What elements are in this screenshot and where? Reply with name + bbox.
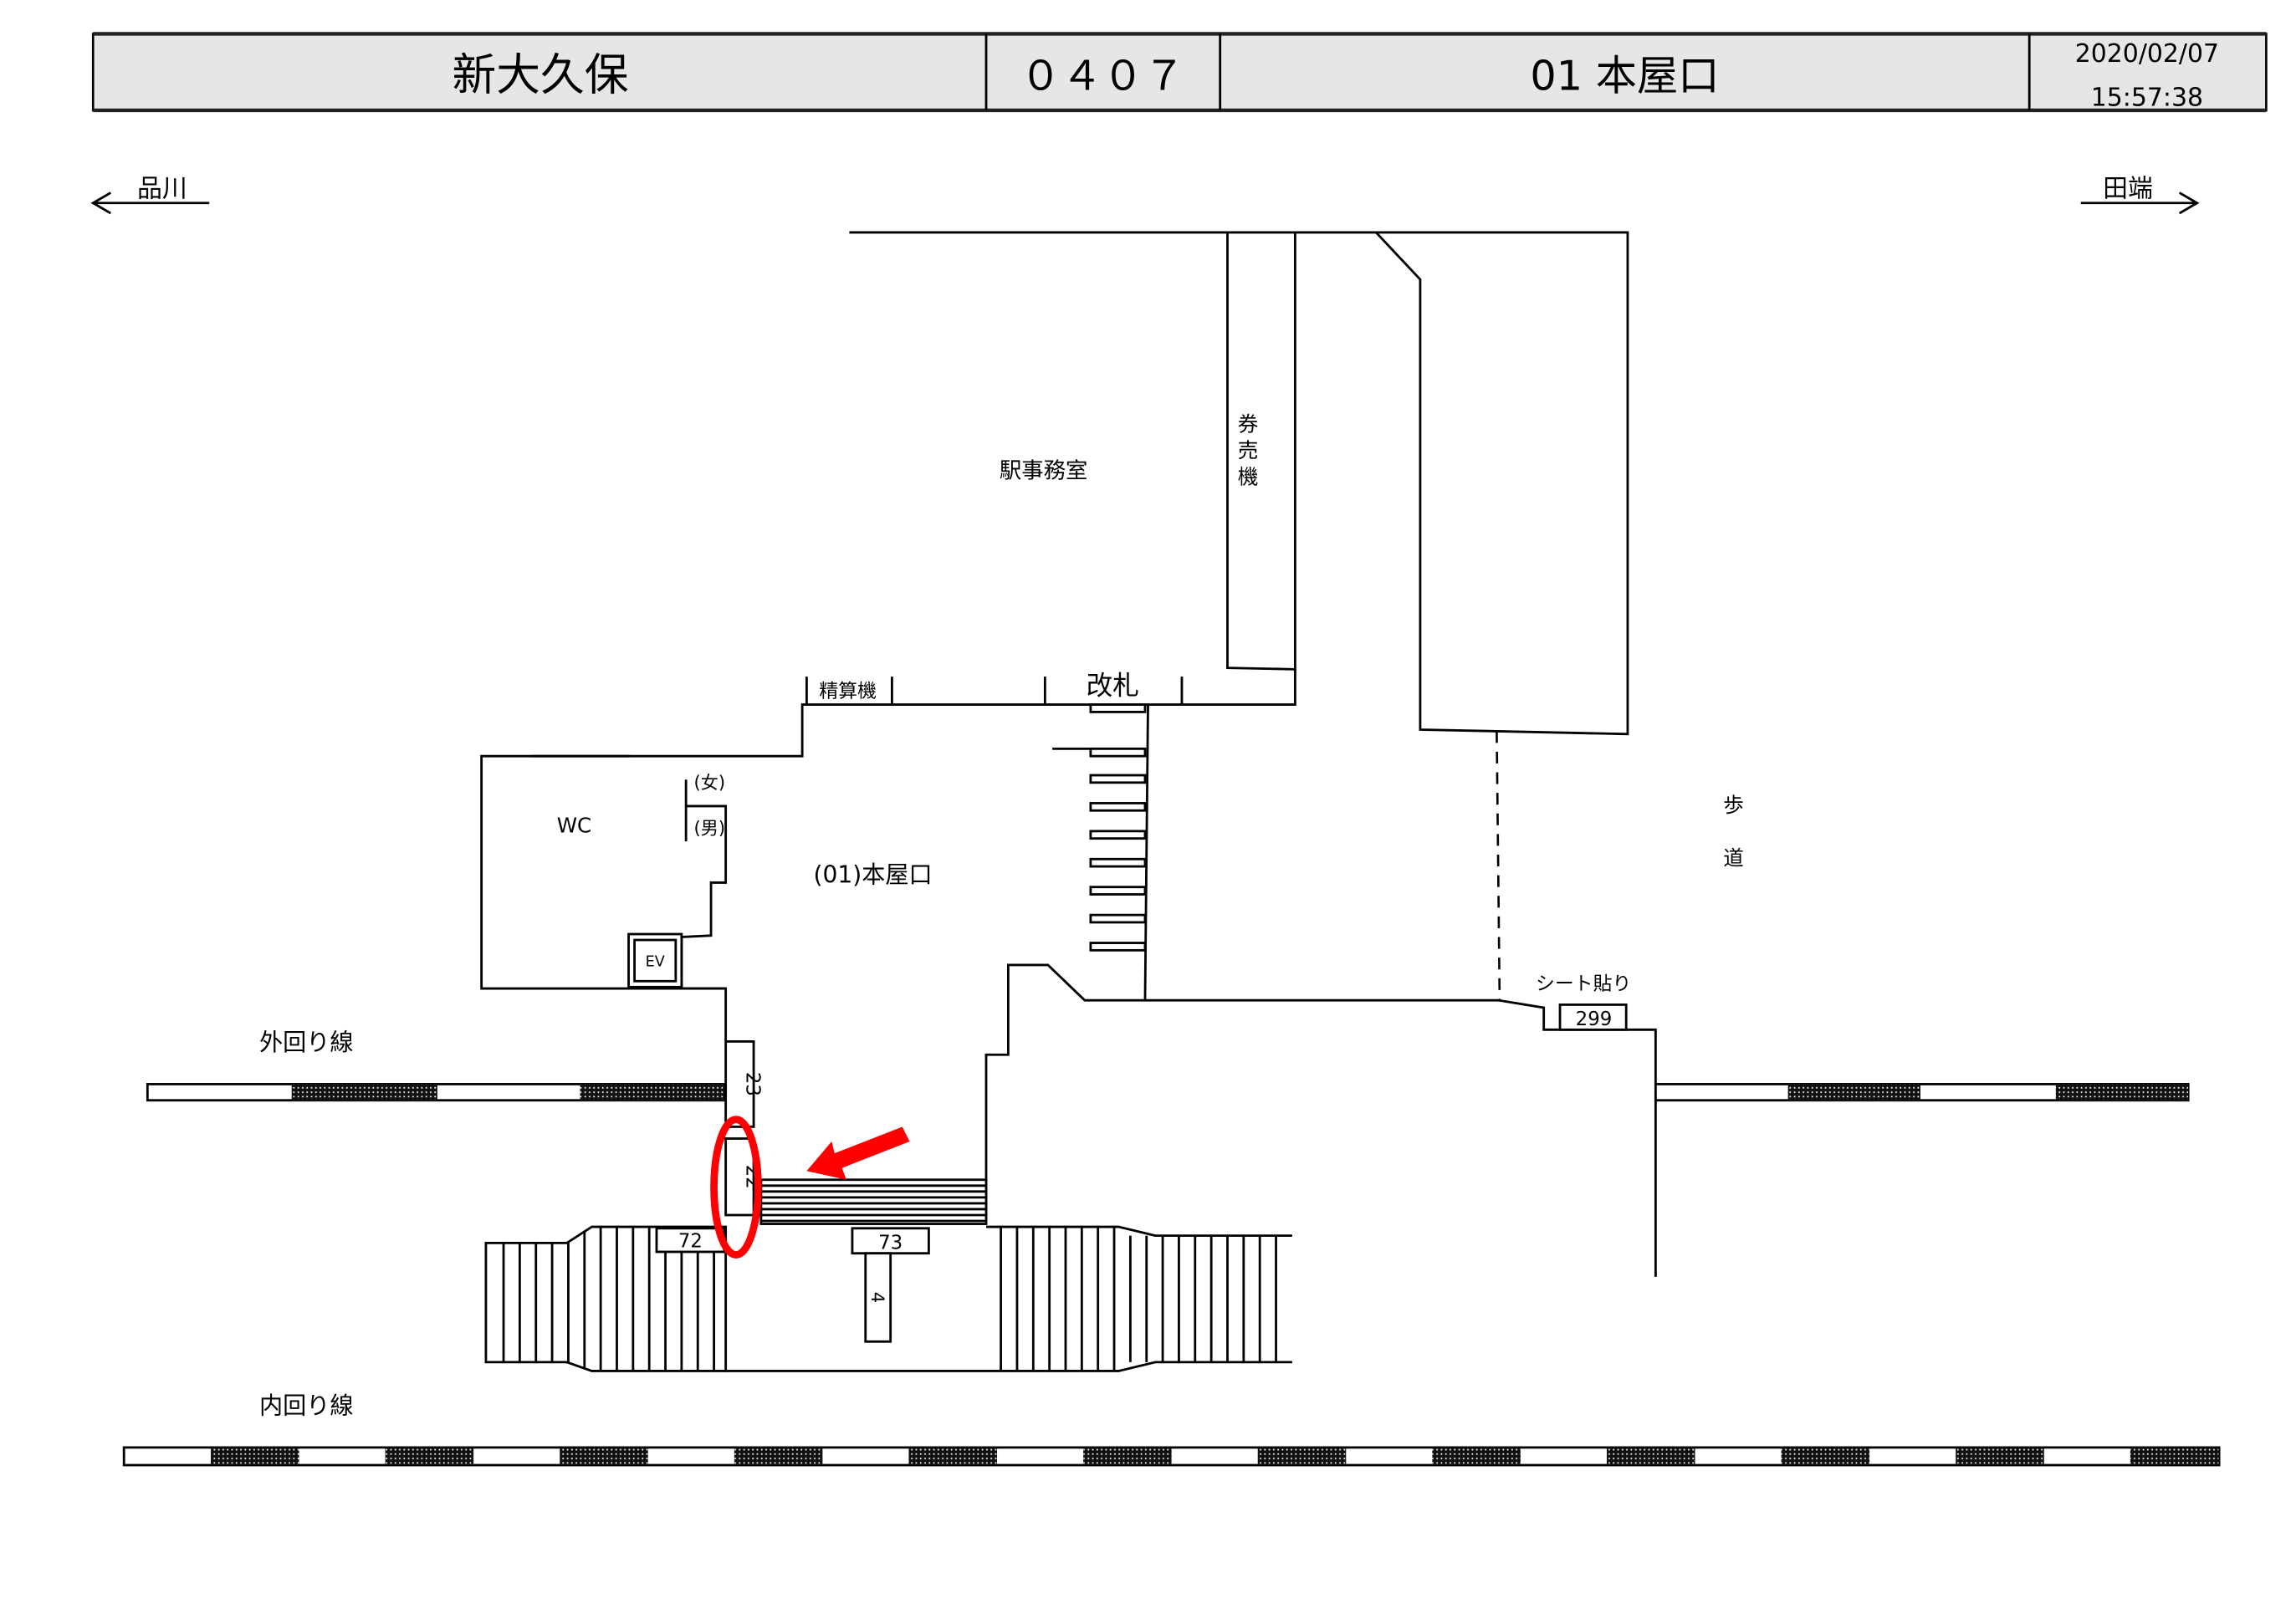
gate-steps	[1052, 703, 1147, 952]
inner-line-label: 内回り線	[259, 1392, 354, 1419]
number-4: 4	[867, 1292, 888, 1303]
outer-track-right	[1654, 1083, 2190, 1102]
highlight-circle	[710, 1116, 762, 1259]
track-segment	[734, 1447, 823, 1466]
track-segment	[1956, 1447, 2044, 1466]
exit-name: 01 本屋口	[1530, 51, 1719, 100]
gate-label: 改札	[1087, 671, 1139, 701]
direction-left: 品川	[90, 175, 210, 215]
wc-label: WC	[557, 814, 592, 838]
track-segment	[2130, 1447, 2219, 1466]
direction-left-label: 品川	[137, 175, 187, 204]
inner-track	[122, 1446, 2221, 1467]
direction-right-label: 田端	[2103, 175, 2153, 204]
time: 15:57:38	[2091, 84, 2203, 113]
fare-adjust-label: 精算機	[819, 681, 877, 702]
track-segment	[908, 1447, 998, 1466]
station-name: 新大久保	[452, 49, 628, 100]
station-code: ０４０７	[1020, 51, 1184, 100]
number-72: 72	[678, 1231, 703, 1253]
ev-label: EV	[646, 954, 665, 971]
highlight-arrow	[806, 1126, 910, 1180]
header-bar: 新大久保 ０４０７ 01 本屋口 2020/02/07 15:57:38	[91, 32, 2268, 113]
ticket-machine-label-3: 機	[1238, 465, 1259, 489]
date: 2020/02/07	[2075, 39, 2219, 69]
number-23: 23	[741, 1072, 763, 1096]
outer-line-label: 外回り線	[259, 1029, 354, 1056]
sidewalk-label-1: 歩	[1723, 793, 1744, 817]
sheet-label: シート貼り	[1536, 973, 1631, 995]
number-299: 299	[1576, 1009, 1613, 1030]
female-label: (女)	[694, 772, 726, 793]
track-segment	[1257, 1447, 1347, 1466]
ticket-machine-label-2: 売	[1238, 438, 1259, 462]
number-73: 73	[878, 1232, 903, 1254]
ticket-machine-label-1: 券	[1238, 411, 1259, 436]
track-segment	[1432, 1447, 1521, 1466]
floor-plan	[480, 231, 1657, 1277]
track-segment	[560, 1447, 648, 1466]
track-segment	[210, 1447, 299, 1466]
track-segment	[385, 1447, 474, 1466]
direction-right: 田端	[2080, 175, 2200, 215]
track-segment	[1083, 1447, 1172, 1466]
stairs-right	[986, 1225, 1292, 1372]
outer-track-left	[146, 1083, 726, 1102]
passage-stairs	[759, 1178, 988, 1225]
office-label: 駅事務室	[1000, 459, 1088, 484]
male-label: (男)	[694, 817, 726, 838]
track-segment	[1606, 1447, 1695, 1466]
sidewalk-label-2: 道	[1723, 845, 1744, 870]
track-segment	[1781, 1447, 1870, 1466]
exit-area-label: (01)本屋口	[814, 861, 933, 888]
